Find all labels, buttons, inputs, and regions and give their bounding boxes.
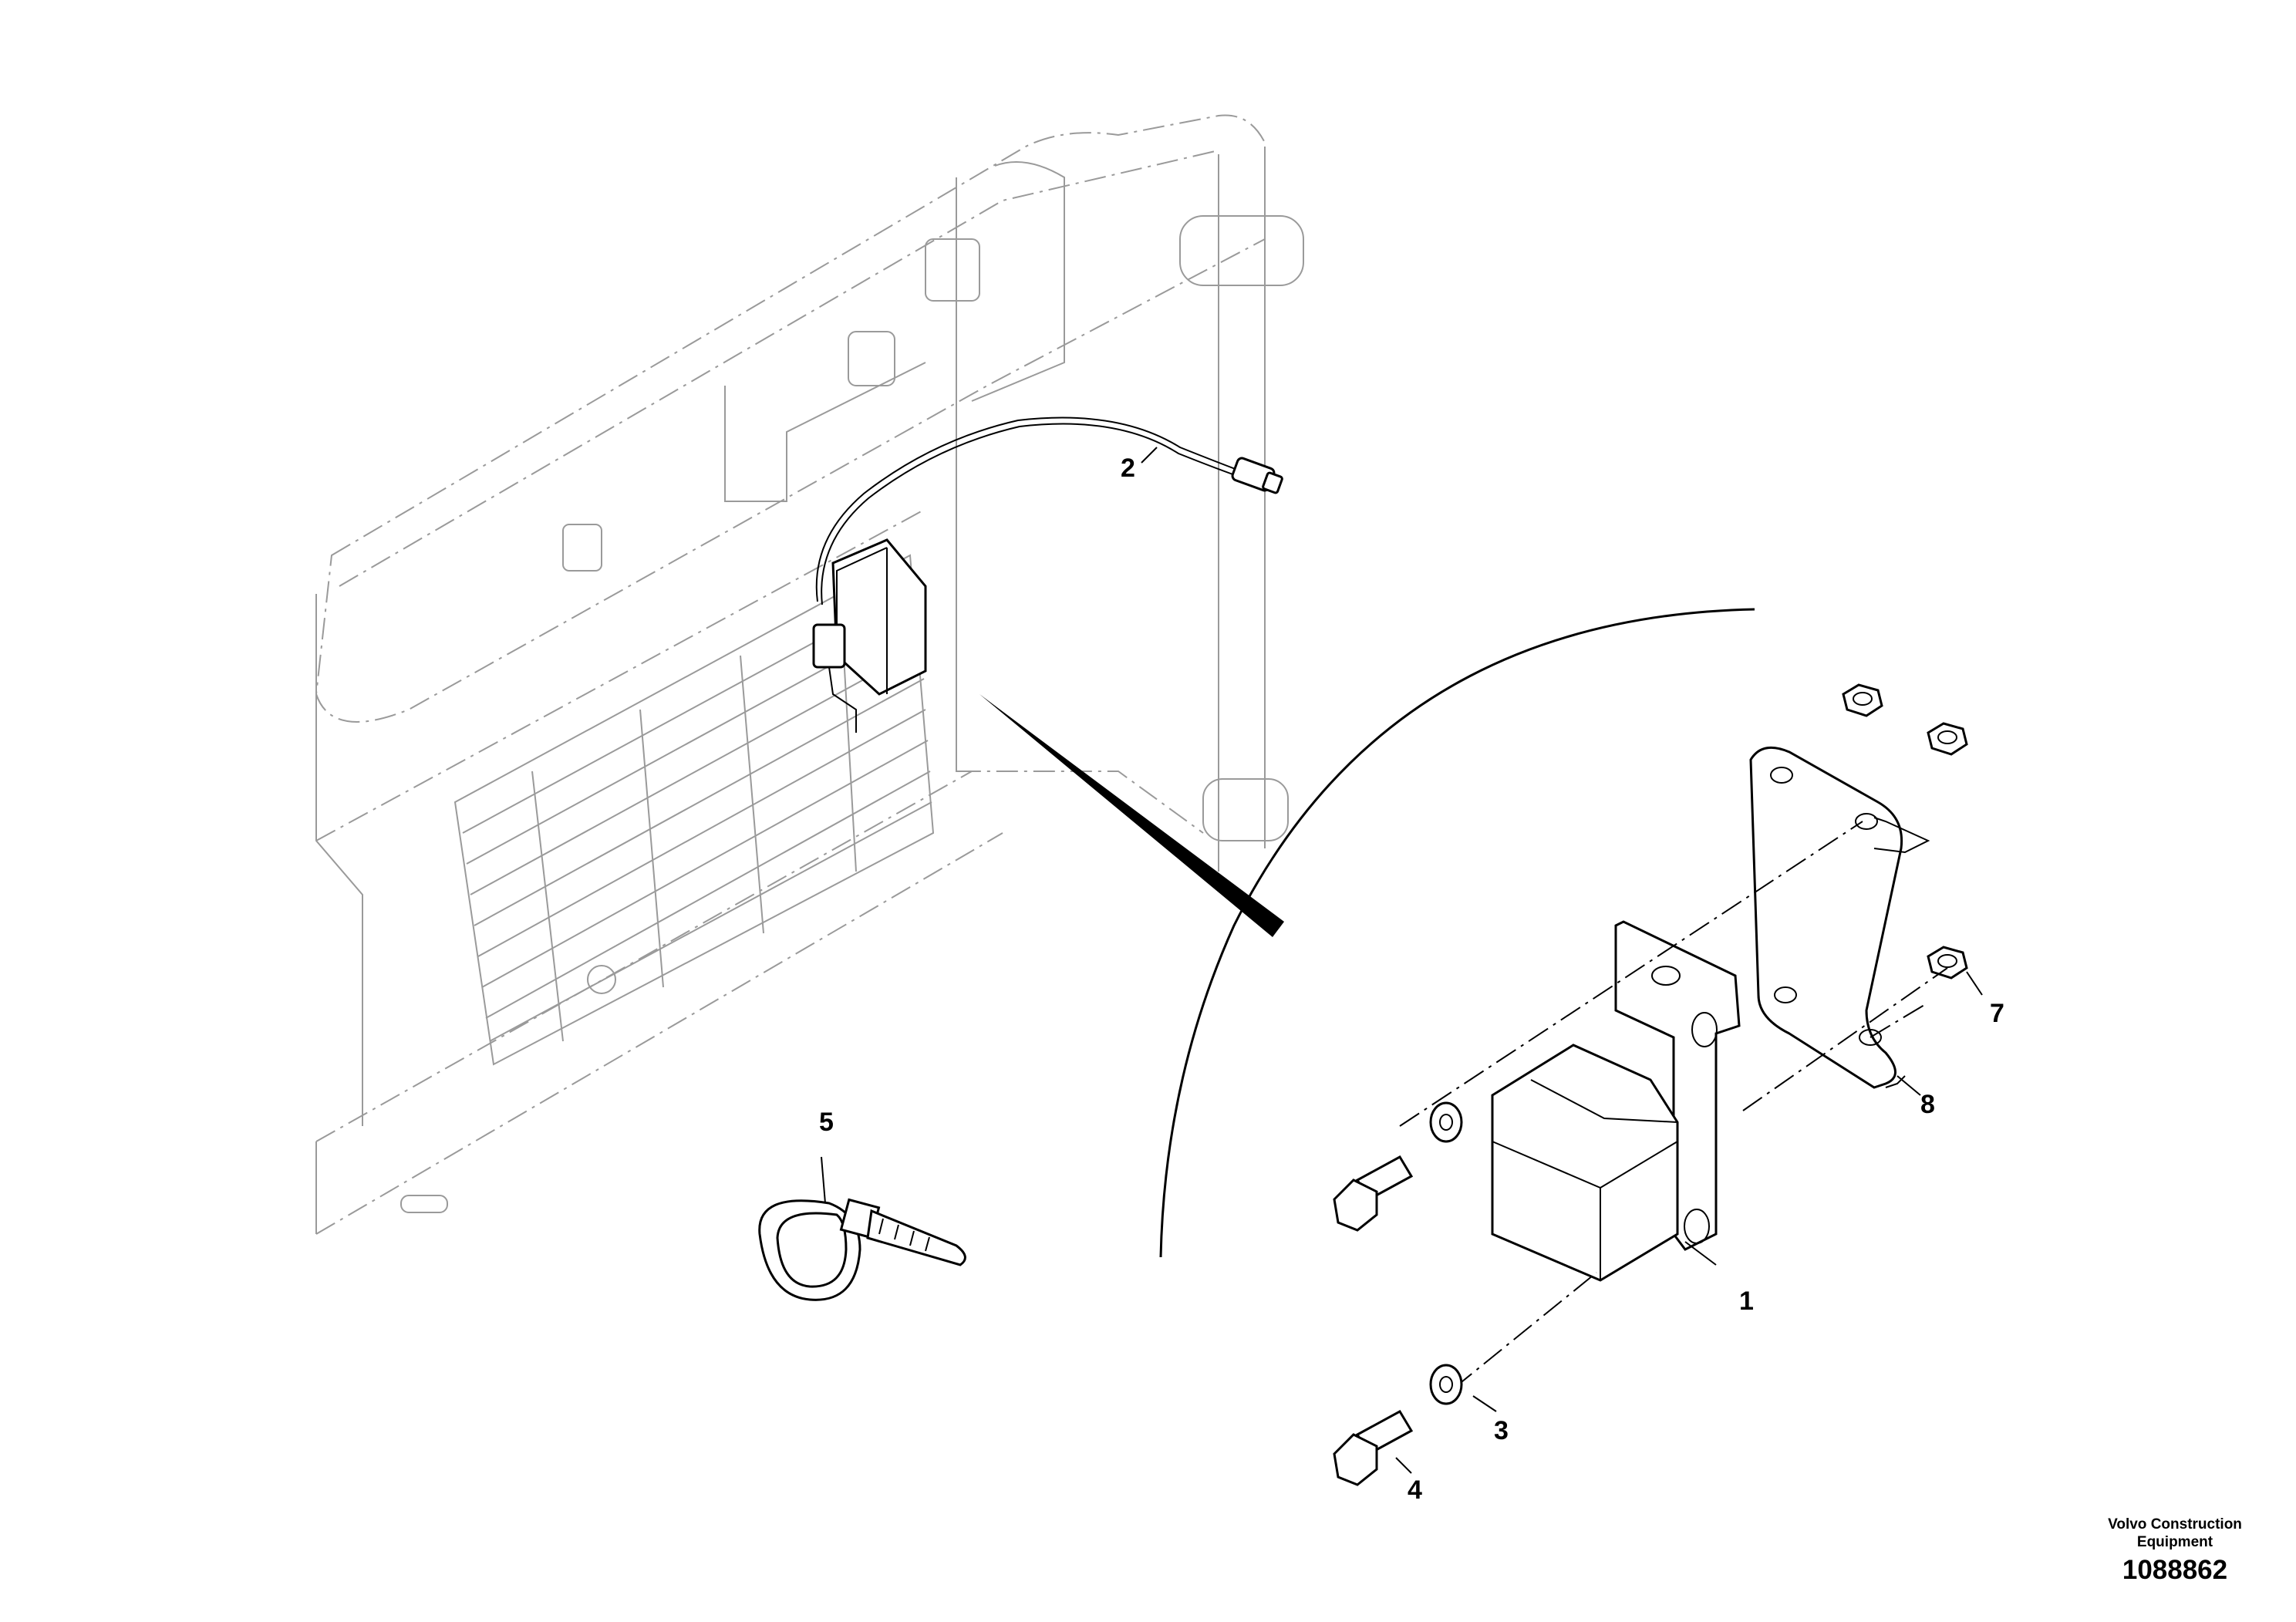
callout-4: 4 [1408,1475,1422,1505]
nut-icon [1927,946,1968,980]
washers [1429,1101,1463,1405]
callout-7: 7 [1990,999,2004,1028]
nut-icon [1842,683,1883,717]
mounted-module [812,538,927,733]
machine-frame-ghost [315,114,1304,1235]
zoom-pointer [979,694,1284,937]
credit-block: Volvo Construction Equipment 1088862 [2052,1516,2296,1587]
leader-lines [821,447,1983,1474]
washer-icon [1429,1364,1463,1405]
callout-1: 1 [1739,1286,1754,1316]
callout-5: 5 [819,1108,834,1137]
callout-2: 2 [1121,454,1135,483]
nut-icon [1927,722,1968,756]
detail-view-arc [1159,608,1755,1258]
bolt-icon [1333,1409,1414,1486]
wire-harness [812,416,1283,733]
bolts [1333,1155,1414,1486]
callout-8: 8 [1920,1090,1935,1119]
nuts [1842,683,1968,980]
cable-tie [758,1198,966,1301]
mounting-plate [1749,746,1930,1089]
maker-name-line1: Volvo Construction [2108,1516,2242,1533]
washer-icon [1429,1101,1463,1143]
callout-3: 3 [1494,1416,1509,1445]
alarm-unit [1491,920,1741,1282]
alignment-lines [1399,821,1948,1389]
bolt-icon [1333,1155,1414,1232]
document-number: 1088862 [2122,1555,2228,1585]
maker-name-line2: Equipment [2136,1534,2213,1550]
